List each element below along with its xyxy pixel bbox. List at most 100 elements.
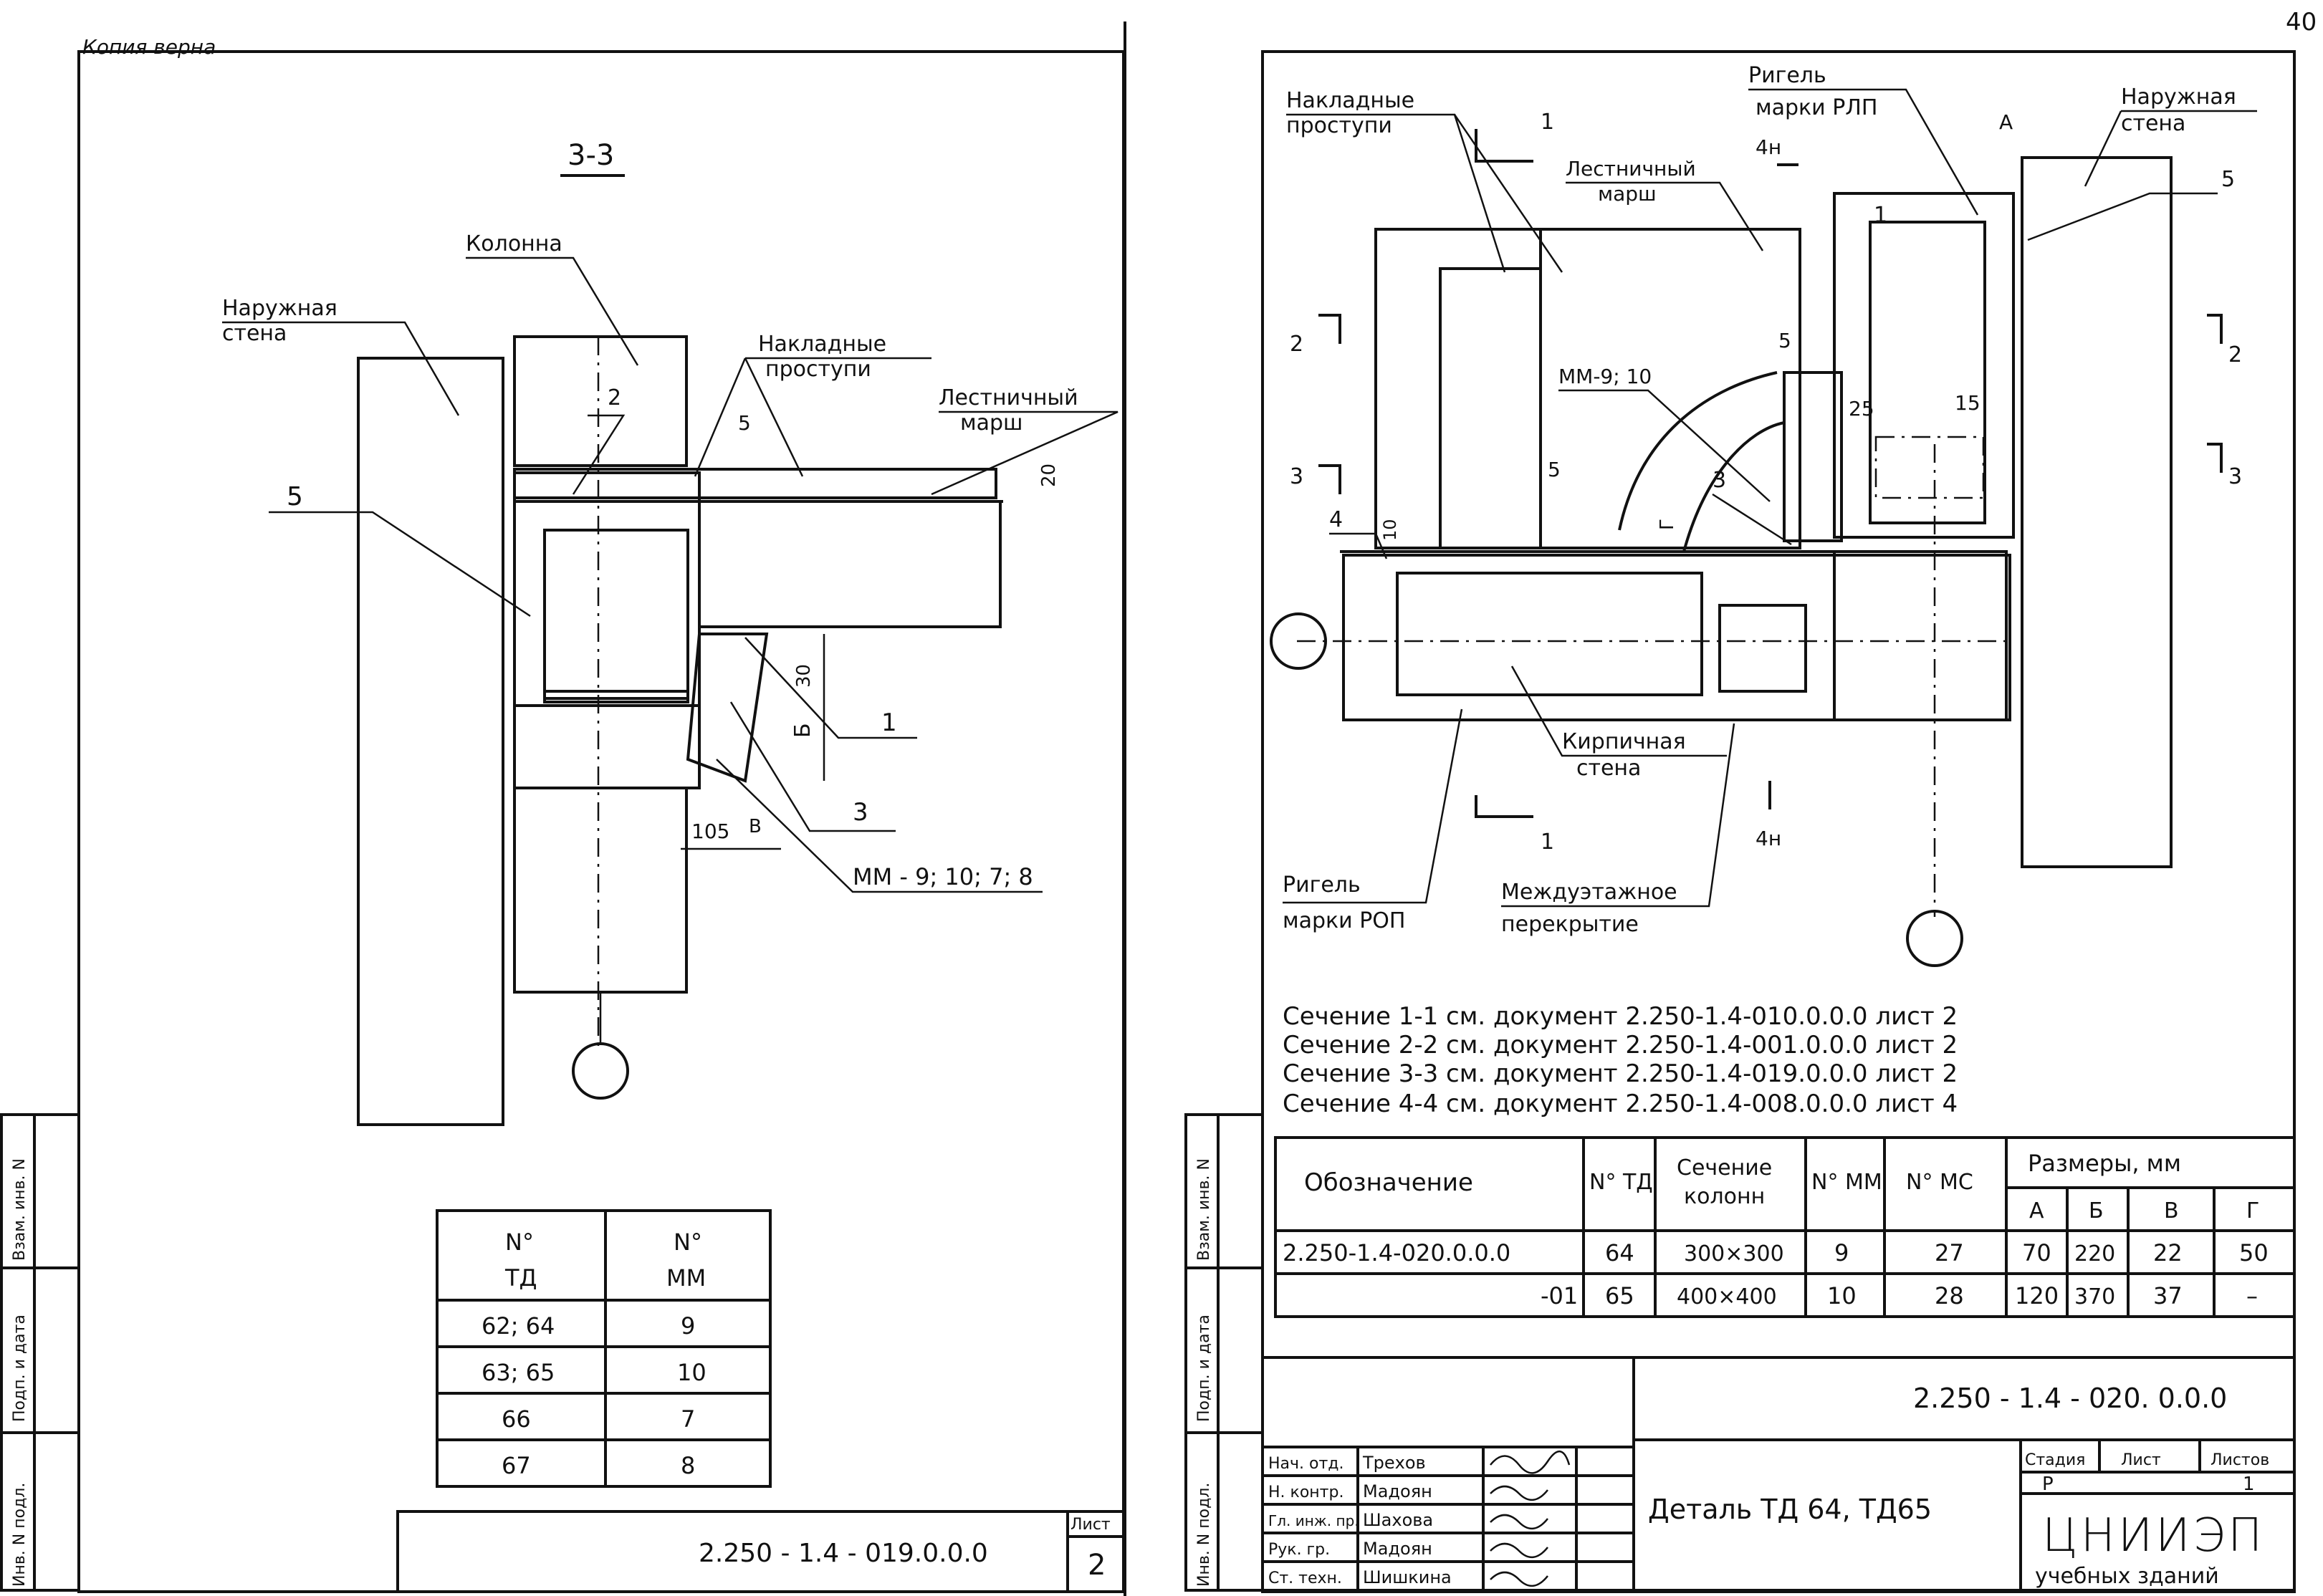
org-name: ЦНИИЭП — [2042, 1509, 2265, 1562]
plan-view — [1270, 129, 2223, 967]
left-strip-3: Взам. инв. N — [11, 1158, 29, 1261]
callout-1: 1 — [1874, 203, 1887, 228]
corner-note: Копия верна — [82, 35, 216, 59]
dim-105: 105 — [691, 819, 729, 843]
mm-cell: 8 — [681, 1452, 695, 1479]
lbl-treads-1: Накладные — [758, 332, 886, 357]
lbl-stair-2: марш — [960, 410, 1023, 436]
lbl-wall-1: Наружная — [2121, 85, 2236, 110]
right-strip-3: Взам. инв. N — [1195, 1158, 1213, 1261]
title-block: 2.250 - 1.4 - 020. 0.0.0 Нач. отд. Трехо… — [1261, 1356, 2296, 1592]
lbl-rigel-bot-1: Ригель — [1283, 872, 1361, 898]
spec-cell: 50 — [2239, 1239, 2269, 1266]
dim-A: А — [1999, 110, 2013, 134]
spec-cell: 65 — [1605, 1282, 1634, 1309]
spec-cell: -01 — [1541, 1282, 1578, 1309]
outer-wall — [357, 357, 504, 1126]
dim-20: 20 — [1038, 463, 1060, 487]
person: Мадоян — [1363, 1539, 1432, 1559]
column-upper — [513, 335, 688, 467]
cut-2-left: 2 — [1290, 332, 1303, 357]
callout-5: 5 — [287, 482, 303, 511]
left-strip-2: Подп. и дата — [11, 1314, 29, 1422]
role: Гл. инж. пр. — [1268, 1512, 1359, 1529]
th-mm-1: N° — [674, 1229, 702, 1256]
th-mm: N° ММ — [1811, 1170, 1882, 1195]
lbl-treads-1: Накладные — [1286, 88, 1414, 113]
td-cell: 62; 64 — [482, 1312, 555, 1340]
lbl-stair-1: Лестничный — [939, 385, 1078, 410]
person: Шишкина — [1363, 1567, 1452, 1587]
stair-slab — [698, 500, 1002, 628]
right-strip-1: Инв. N подл. — [1195, 1483, 1213, 1587]
lbl-column: Колонна — [466, 231, 562, 256]
stage-label: Стадия — [2025, 1451, 2085, 1469]
lbl-brick-1: Кирпичная — [1562, 729, 1686, 754]
spec-cell: 300×300 — [1684, 1241, 1784, 1266]
cut-1-bot: 1 — [1541, 830, 1554, 855]
left-stamp: 2.250 - 1.4 - 019.0.0.0 Лист 2 — [396, 1510, 1125, 1593]
role: Ст. техн. — [1268, 1569, 1342, 1587]
axis-bubble-left — [1270, 612, 1327, 670]
lbl-rigel-bot-2: марки РОП — [1283, 908, 1405, 933]
section-ref-4: Сечение 4-4 см. документ 2.250-1.4-008.0… — [1283, 1090, 1958, 1118]
left-sheet-num: 2 — [1088, 1549, 1106, 1582]
th-td: N° ТД — [1589, 1170, 1653, 1195]
callout-2: 2 — [608, 385, 621, 410]
lbl-wall-2: стена — [2121, 111, 2185, 136]
callout-3: 3 — [1713, 468, 1726, 493]
lbl-slab-1: Междуэтажное — [1501, 880, 1677, 905]
right-side-strip: Инв. N подл. Подп. и дата Взам. инв. N — [1184, 1113, 1264, 1592]
cut-4-top: 4н — [1756, 135, 1781, 159]
dim-5: 5 — [738, 411, 751, 435]
spec-cell: 27 — [1935, 1239, 1964, 1266]
person: Мадоян — [1363, 1481, 1432, 1501]
stage-value: Р — [2042, 1474, 2054, 1495]
td-mm-table: N° ТД N° ММ 62; 64 9 63; 65 10 66 7 67 8 — [436, 1209, 772, 1488]
page-number: 40 — [2286, 8, 2317, 37]
left-side-strip: Инв. N подл. Подп. и дата Взам. инв. N — [0, 1113, 80, 1592]
callout-1: 1 — [881, 708, 897, 737]
lbl-mm: ММ - 9; 10; 7; 8 — [853, 863, 1033, 890]
th-dim-A: А — [2029, 1198, 2044, 1224]
spec-cell: 9 — [1834, 1239, 1849, 1266]
dim-30: 30 — [793, 664, 815, 688]
cut-3-left: 3 — [1290, 464, 1303, 489]
spec-cell: 37 — [2153, 1282, 2183, 1309]
lbl-treads-2: проступи — [1286, 113, 1392, 138]
lbl-stair-2: марш — [1598, 182, 1657, 206]
dim-10: 10 — [1380, 519, 1400, 541]
th-dims: Размеры, мм — [2028, 1150, 2181, 1177]
lbl-treads-2: проступи — [765, 357, 871, 382]
lbl-slab-2: перекрытие — [1501, 912, 1639, 937]
column-lower — [513, 787, 688, 994]
spec-cell: 220 — [2074, 1241, 2115, 1266]
lbl-rigel-top-2: марки РЛП — [1756, 95, 1877, 120]
left-stamp-code: 2.250 - 1.4 - 019.0.0.0 — [699, 1539, 988, 1568]
th-dim-G: Г — [2246, 1198, 2259, 1224]
spec-cell: 120 — [2015, 1282, 2059, 1309]
th-dim-V: В — [2164, 1198, 2179, 1224]
section-ref-3: Сечение 3-3 см. документ 2.250-1.4-019.0… — [1283, 1059, 1958, 1088]
person: Трехов — [1362, 1453, 1426, 1473]
th-td-2: ТД — [504, 1264, 537, 1292]
section-title-3-3: 3-3 — [567, 139, 614, 172]
lbl-wall-1: Наружная — [222, 296, 337, 321]
section-ref-2: Сечение 2-2 см. документ 2.250-1.4-001.0… — [1283, 1031, 1958, 1059]
th-td-1: N° — [505, 1229, 534, 1256]
cut-4-bot: 4н — [1756, 827, 1781, 850]
cut-2-right: 2 — [2228, 342, 2242, 367]
callout-5b: 5 — [1778, 329, 1791, 352]
axis-bubble — [572, 1042, 629, 1100]
lbl-brick-2: стена — [1576, 756, 1641, 781]
left-strip-1: Инв. N подл. — [11, 1483, 29, 1587]
right-strip-2: Подп. и дата — [1195, 1314, 1213, 1422]
td-cell: 67 — [502, 1452, 531, 1479]
mm-cell: 9 — [681, 1312, 695, 1340]
dim-V: В — [749, 816, 762, 837]
role: Нач. отд. — [1268, 1455, 1344, 1473]
mm-cell: 10 — [677, 1359, 707, 1386]
person: Шахова — [1363, 1510, 1433, 1530]
callout-4: 4 — [1329, 507, 1343, 532]
callout-3: 3 — [853, 798, 868, 827]
